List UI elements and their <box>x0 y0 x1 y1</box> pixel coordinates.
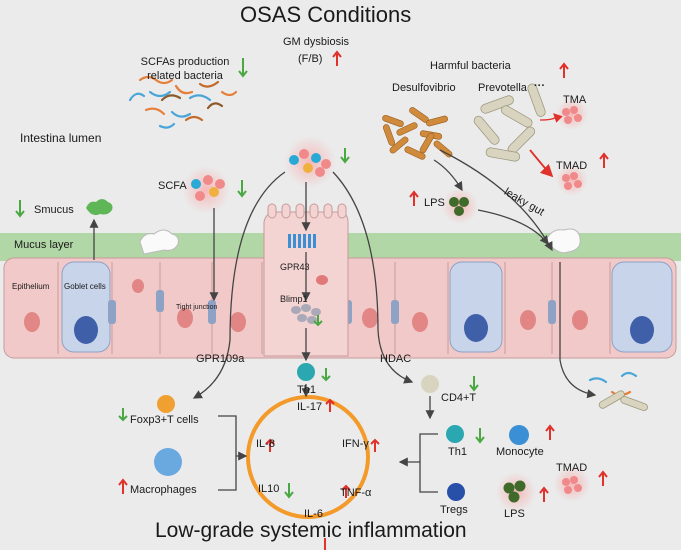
macrophages-label: Macrophages <box>130 484 197 496</box>
scfa-label: SCFA <box>158 180 187 192</box>
tma-label: TMA <box>563 94 587 106</box>
tmad-label-top: TMAD <box>556 160 588 172</box>
goblet-cells-label: Goblet cells <box>64 282 106 291</box>
cytokine-ring <box>246 395 370 519</box>
mucus-layer-label: Mucus layer <box>14 239 74 251</box>
regulation-arrows <box>15 50 609 550</box>
desulfovibrio-label: Desulfovibrio <box>392 82 456 94</box>
il17-label: IL-17 <box>297 401 323 413</box>
tregs-label: Tregs <box>440 504 468 516</box>
harmful-bacteria-label: Harmful bacteria <box>430 60 511 72</box>
lps-label-bottom: LPS <box>504 508 525 520</box>
intestina-lumen-label: Intestina lumen <box>20 131 102 145</box>
lps-label-top: LPS <box>424 197 445 209</box>
ellipsis-label: ··· <box>534 80 545 92</box>
scfa-bacteria-label-1: SCFAs production <box>140 56 230 68</box>
prevotella-label: Prevotella <box>478 82 527 94</box>
epithelium-label: Epithelium <box>12 282 50 291</box>
blimp1-label: Blimp1 <box>280 294 308 304</box>
cd4t-cell <box>421 375 439 393</box>
il8-label: IL-8 <box>256 438 275 450</box>
smucus-label: Smucus <box>34 204 74 216</box>
footer-title: Low-grade systemic inflammation <box>155 519 467 542</box>
cd4t-label: CD4+T <box>441 392 477 404</box>
figure-title: OSAS Conditions <box>240 2 412 27</box>
il10-label: IL10 <box>258 483 280 495</box>
th1-right-cell <box>446 425 464 443</box>
lps-cluster-bottom <box>496 472 536 512</box>
translocated-bacteria <box>588 371 638 397</box>
foxp3-cell <box>157 395 175 413</box>
desulfovibrio-bacteria <box>382 107 453 160</box>
tight-junction-label: Tight junction <box>176 304 218 311</box>
il6-label: IL-6 <box>304 508 323 520</box>
goblet-nucleus <box>74 316 98 344</box>
tma-cluster <box>556 98 588 130</box>
macrophage-cell <box>154 448 182 476</box>
prevotella-bacteria <box>473 83 546 162</box>
th1-right-label: Th1 <box>448 446 467 458</box>
scfa-bacteria-label-2: related bacteria <box>147 70 223 82</box>
monocyte-label: Monocyte <box>496 446 544 458</box>
tregs-cell <box>447 483 465 501</box>
monocyte-cell <box>509 425 529 445</box>
scfa-cluster-left <box>182 166 230 214</box>
th1-center-cell <box>297 363 315 381</box>
tmad-label-bottom: TMAD <box>556 462 588 474</box>
lps-cluster-top <box>442 188 478 224</box>
th1-center-label: Th1 <box>297 384 316 396</box>
gpr43-label: GPR43 <box>280 262 310 272</box>
tmad-cluster-bottom <box>554 466 590 502</box>
gpr109a-label: GPR109a <box>196 353 245 365</box>
tmad-cluster-top <box>556 164 588 196</box>
scfa-bacteria <box>128 75 238 129</box>
fb-ratio-label: (F/B) <box>298 53 323 65</box>
hdac-label: HDAC <box>380 353 412 365</box>
ifng-label: IFN-γ <box>342 438 369 450</box>
mucus-blob <box>139 229 179 255</box>
smucus-blob <box>86 199 113 216</box>
foxp3-label: Foxp3+T cells <box>130 414 199 426</box>
scfa-cluster-center <box>284 136 336 188</box>
gm-dysbiosis-label: GM dysbiosis <box>283 36 350 48</box>
tnfa-label: TNF-α <box>340 487 372 499</box>
